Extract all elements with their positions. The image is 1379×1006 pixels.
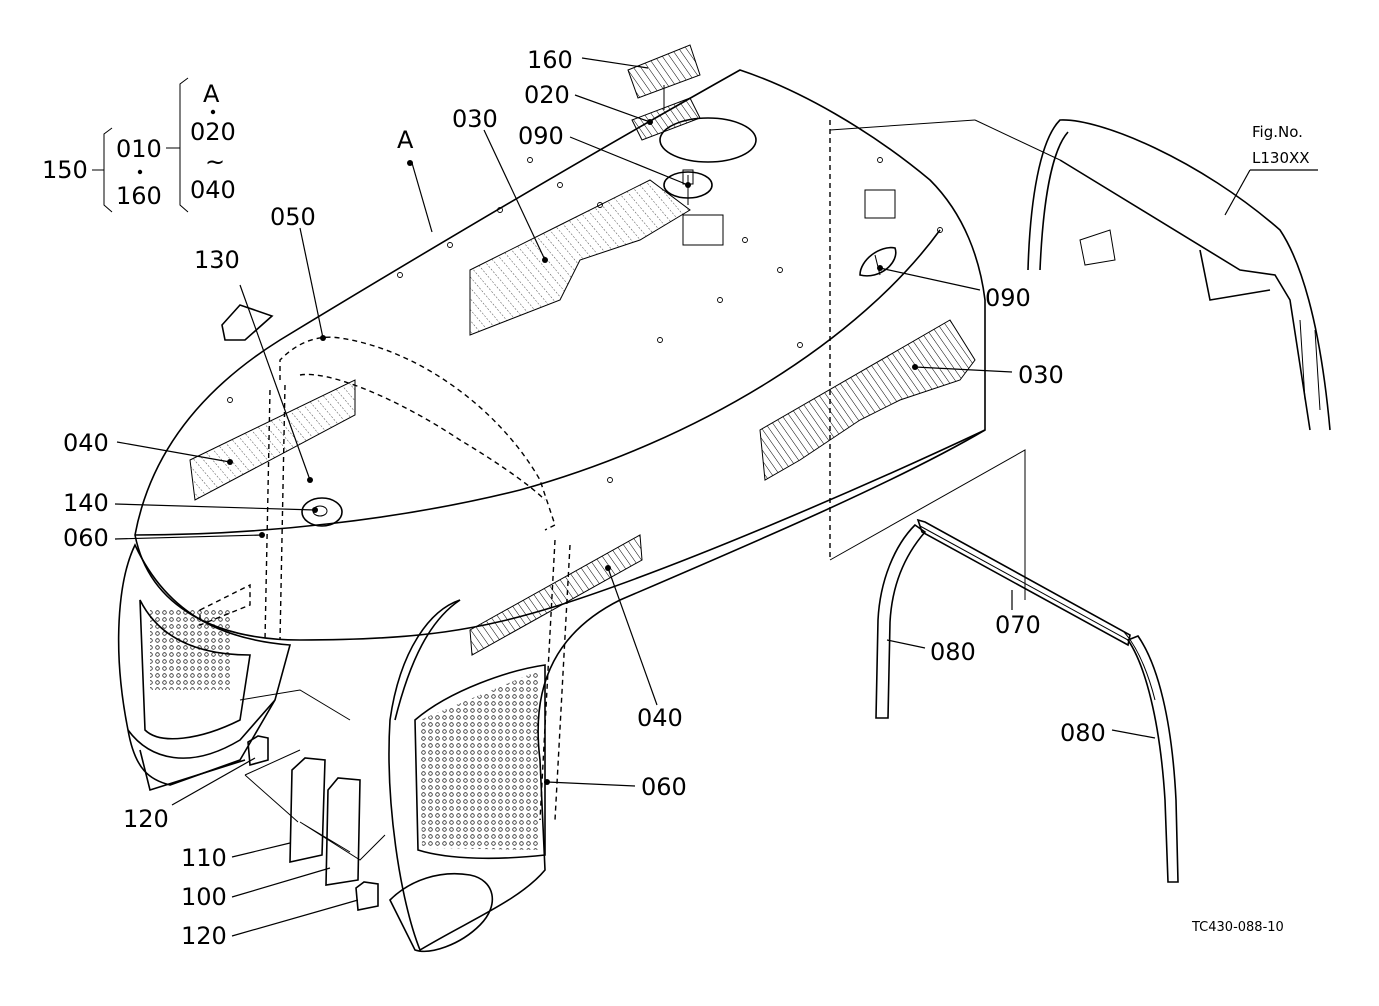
callout-080-left: 080 — [930, 638, 976, 666]
foam-110 — [289, 757, 326, 863]
filler-opening — [659, 117, 757, 163]
grommet-140 — [301, 497, 343, 527]
group-key-sub-range-start: 020 — [190, 118, 236, 146]
drawing-code: TC430-088-10 — [1191, 920, 1284, 935]
callout-050: 050 — [270, 203, 316, 231]
callout-040-front: 040 — [63, 429, 109, 457]
callout-090-side: 090 — [985, 284, 1031, 312]
seal-080-right — [1126, 635, 1179, 883]
group-key-bracket-right — [179, 77, 189, 213]
side-panel-outline — [388, 429, 986, 952]
seal-080-left — [875, 523, 927, 719]
insulation-040-side — [469, 534, 643, 656]
callout-130: 130 — [194, 246, 240, 274]
callout-030-side: 030 — [1018, 361, 1064, 389]
group-key-tilde: ~ — [205, 148, 225, 176]
callout-020: 020 — [524, 81, 570, 109]
fig-no-label: Fig.No. — [1252, 123, 1303, 141]
group-key-bracket-left — [103, 127, 113, 213]
trim-seals — [829, 449, 1179, 883]
insulation-030-side — [759, 319, 976, 481]
group-key: 150 010 160 A 020 ~ 040 — [42, 77, 236, 213]
insulation-030-top — [469, 179, 691, 336]
fig-no-value: L130XX — [1252, 149, 1310, 167]
decal-160 — [627, 44, 701, 99]
insulation-040-front — [189, 379, 356, 501]
block-120-lower — [355, 881, 379, 911]
foam-100 — [325, 777, 361, 886]
figure-info: Fig.No. L130XX TC430-088-10 — [1191, 123, 1310, 935]
group-key-range-end: 160 — [116, 182, 162, 210]
deflector-130 — [221, 304, 274, 341]
callout-040-side: 040 — [637, 704, 683, 732]
callout-070: 070 — [995, 611, 1041, 639]
callout-labels: 160 020 090 030 050 130 040 140 060 090 … — [63, 46, 1106, 950]
callout-120-lower: 120 — [181, 922, 227, 950]
reference-mark-a: A — [397, 126, 414, 154]
callout-030-top: 030 — [452, 105, 498, 133]
group-key-range-start: 010 — [116, 135, 162, 163]
front-grille-mesh — [150, 610, 230, 690]
callout-160: 160 — [527, 46, 573, 74]
bonnet-top-outline — [134, 69, 986, 641]
rear-section-view — [829, 119, 1331, 431]
group-key-assembly: 150 — [42, 156, 88, 184]
group-key-sub-ref: A — [203, 80, 220, 108]
callout-100: 100 — [181, 883, 227, 911]
callout-140: 140 — [63, 489, 109, 517]
bonnet-assembly — [117, 44, 986, 952]
callout-120-upper: 120 — [123, 805, 169, 833]
callout-090-top: 090 — [518, 122, 564, 150]
leader-lines — [114, 57, 1318, 937]
side-grille-mesh — [420, 670, 540, 850]
leader-dots — [227, 119, 918, 785]
callout-080-right: 080 — [1060, 719, 1106, 747]
callout-110: 110 — [181, 844, 227, 872]
bolt-090-side-seat — [859, 246, 897, 277]
group-key-sub-range-end: 040 — [190, 176, 236, 204]
callout-060-front: 060 — [63, 524, 109, 552]
callout-060-side: 060 — [641, 773, 687, 801]
mounting-holes — [227, 157, 943, 483]
